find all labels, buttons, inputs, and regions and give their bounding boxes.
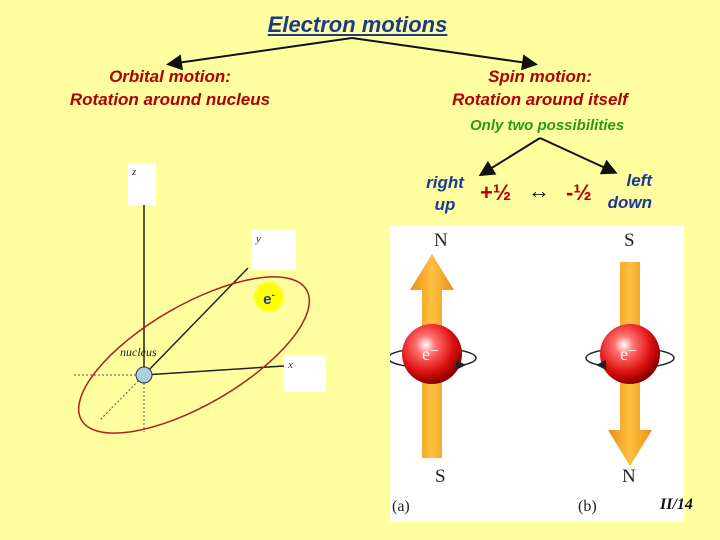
panel-b-electron-sphere <box>600 324 660 384</box>
electron-charge: - <box>271 290 275 301</box>
page-number: II/14 <box>660 496 693 513</box>
title-to-orbital-arrow <box>166 37 353 71</box>
orbital-line1: Orbital motion: <box>109 67 231 86</box>
nucleus-label: nucleus <box>120 345 157 359</box>
panel-b-label: (b) <box>578 498 597 515</box>
panel-b-graphic <box>585 262 675 466</box>
spin-line1: Spin motion: <box>488 67 592 86</box>
panel-b-electron-label: e⁻ <box>620 344 638 364</box>
y-axis-dotted <box>99 374 145 421</box>
x-axis-line <box>143 365 285 376</box>
panel-b-bottom-pole: N <box>622 466 636 487</box>
spin-left-down-label: left down <box>600 170 652 214</box>
z-axis-label: z <box>128 163 156 205</box>
orbital-line2: Rotation around nucleus <box>69 90 271 109</box>
spin-figure-graphic <box>390 254 675 466</box>
plus-half-value: +½ <box>480 180 512 205</box>
y-axis-line <box>143 267 249 376</box>
orbital-diagram <box>72 168 311 434</box>
minus-half-value: -½ <box>566 180 592 205</box>
orbital-motion-heading: Orbital motion: Rotation around nucleus <box>50 65 290 111</box>
spin-line2: Rotation around itself <box>452 90 628 109</box>
title-to-spin-arrow <box>351 37 538 71</box>
panel-a-bottom-pole: S <box>435 466 446 487</box>
panel-b-top-pole: S <box>624 230 635 251</box>
two-possibilities-text: Only two possibilities <box>470 117 625 134</box>
nucleus-dot <box>135 366 153 384</box>
possibility-to-plus-arrow <box>478 137 541 177</box>
x-axis-label: x <box>284 356 326 392</box>
possibility-to-minus-arrow <box>539 137 618 175</box>
right-label: right <box>426 173 464 192</box>
orbit-ellipse <box>77 276 311 434</box>
panel-a-electron-label: e⁻ <box>422 344 440 364</box>
up-label: up <box>434 195 456 214</box>
panel-b-rotation-arrowhead <box>596 360 606 370</box>
panel-a-electron-sphere <box>402 324 462 384</box>
page-title: Electron motions <box>267 12 448 37</box>
electron-symbol: e <box>263 291 272 308</box>
panel-a-top-pole: N <box>434 230 448 251</box>
double-arrow-symbol: ↔ <box>528 178 550 203</box>
y-axis-label: y <box>252 230 296 270</box>
spin-figure: N S S N e⁻ e⁻ (a) (b) <box>390 226 684 522</box>
spin-motion-heading: Spin motion: Rotation around itself <box>428 65 652 111</box>
panel-a-graphic <box>390 254 477 458</box>
electron-marker: e- <box>254 282 284 312</box>
panel-a-label: (a) <box>392 498 410 515</box>
left-label: left <box>626 171 653 190</box>
spin-right-up-label: right up <box>422 172 468 216</box>
down-label: down <box>607 193 652 212</box>
panel-a-rotation-arrowhead <box>456 360 466 370</box>
